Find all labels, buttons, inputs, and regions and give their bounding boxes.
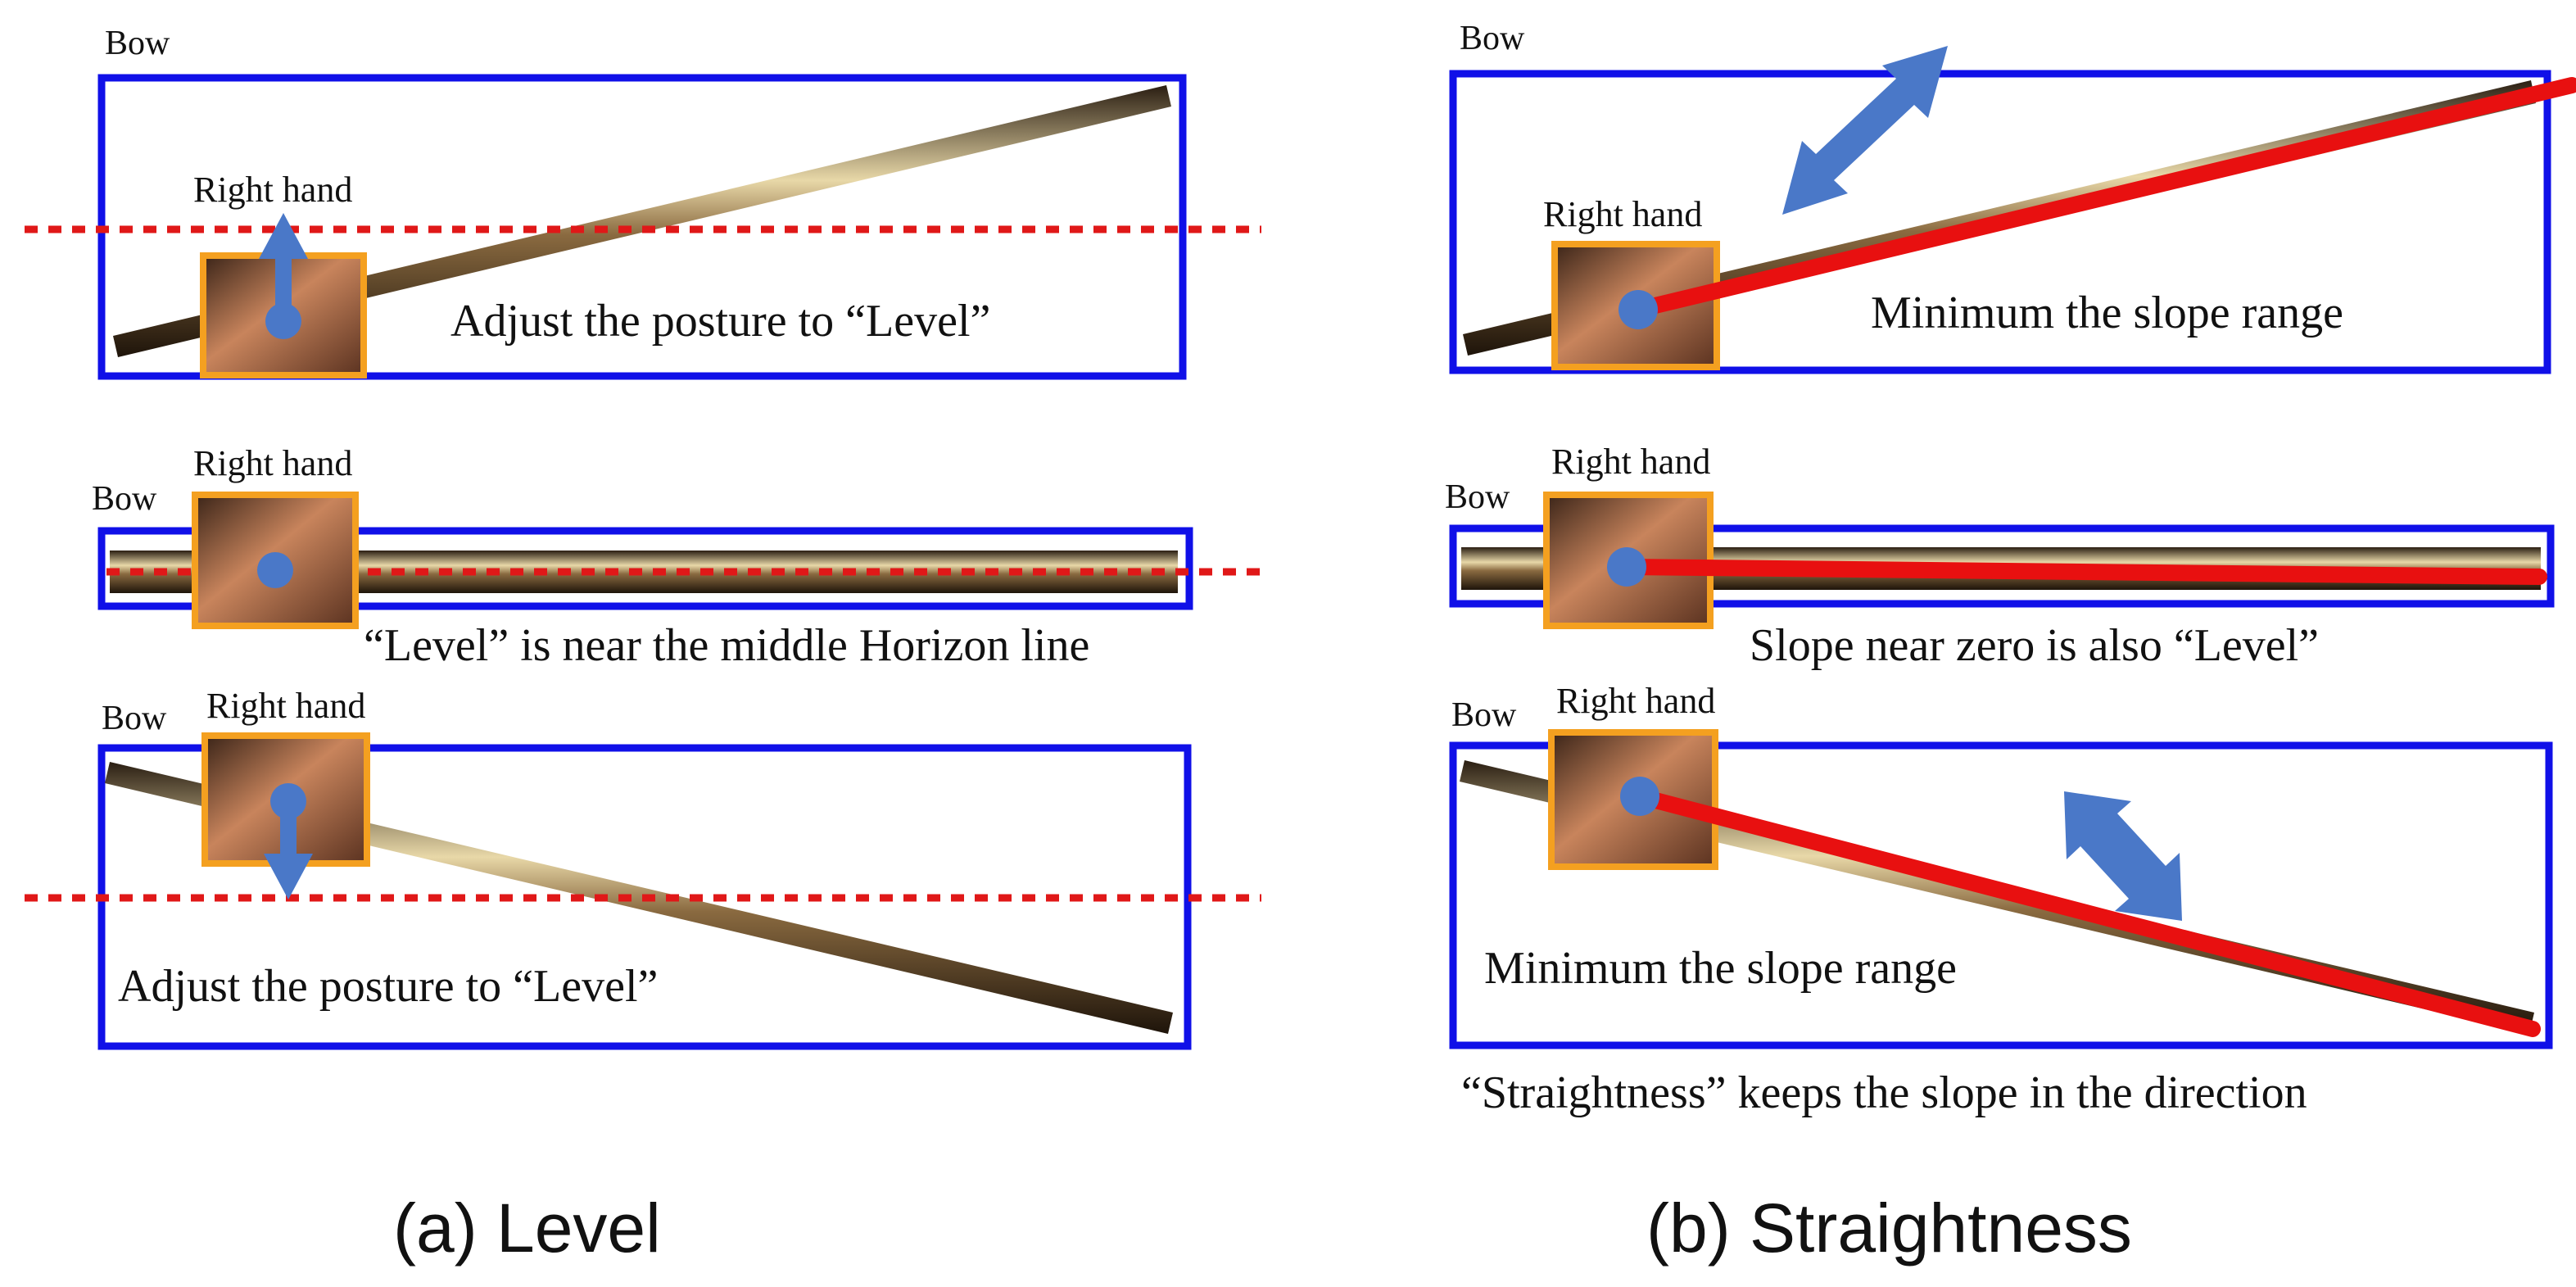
bow-stick: [113, 85, 1171, 357]
right-hand-label: Right hand: [206, 686, 365, 726]
straightness-top-row: Bow Right hand Minimum the slope range: [1449, 20, 2576, 374]
straightness-middle-note: Slope near zero is also “Level”: [1750, 620, 2319, 671]
hand-marker: [1618, 290, 1658, 329]
slope-line: [1630, 77, 2576, 318]
straightness-top-note: Minimum the slope range: [1871, 288, 2343, 338]
straightness-middle-frame: [1449, 524, 2555, 608]
straightness-bottom-note: Minimum the slope range: [1484, 943, 1957, 994]
bow-label: Bow: [1451, 696, 1517, 734]
bow-label: Bow: [1460, 20, 1525, 57]
right-hand-box: [1548, 729, 1718, 870]
slope-line: [1618, 559, 2547, 585]
straightness-bottom-frame: [1449, 741, 2553, 1049]
right-hand-box: [192, 492, 359, 629]
right-hand-label: Right hand: [1556, 681, 1715, 721]
right-hand-photo: [192, 492, 359, 629]
slope-line: [1632, 788, 2541, 1037]
double-arrow-icon: [2064, 791, 2182, 921]
arrow-down-icon: [264, 783, 313, 900]
bow-label: Bow: [102, 700, 167, 737]
caption-level: (a) Level: [393, 1190, 661, 1267]
straightness-footer-note: “Straightness” keeps the slope in the di…: [1461, 1067, 2307, 1118]
panel-straightness: Bow Right hand Minimum the slope range B…: [1445, 20, 2576, 1267]
hand-marker: [1607, 547, 1646, 587]
straightness-top-frame: [1449, 70, 2551, 374]
caption-straightness: (b) Straightness: [1646, 1190, 2132, 1267]
right-hand-label: Right hand: [1543, 194, 1702, 234]
panel-level: Bow Right hand Adjust the posture to “Le…: [25, 25, 1261, 1267]
bow-stick: [105, 762, 1173, 1034]
level-middle-row: Bow Right hand “Level” is near the middl…: [92, 443, 1261, 671]
level-middle-frame: [97, 527, 1193, 610]
hand-marker: [1620, 777, 1659, 816]
double-arrow-icon: [1782, 46, 1948, 215]
level-top-row: Bow Right hand Adjust the posture to “Le…: [25, 25, 1261, 380]
level-bottom-note: Adjust the posture to “Level”: [118, 961, 658, 1012]
hand-marker: [257, 552, 293, 588]
straightness-bottom-row: Bow Right hand Minimum the slope range: [1449, 681, 2553, 1049]
right-hand-label: Right hand: [1551, 442, 1710, 482]
bow-label: Bow: [1445, 478, 1510, 516]
level-middle-note: “Level” is near the middle Horizon line: [364, 620, 1089, 671]
bow-label: Bow: [105, 25, 170, 62]
hand-marker: [265, 303, 301, 339]
right-hand-box: [1551, 241, 1720, 370]
right-hand-label: Right hand: [193, 443, 352, 483]
right-hand-photo: [1548, 729, 1718, 870]
level-bottom-row: Bow Right hand Adjust the posture to “Le…: [25, 686, 1261, 1050]
bow-label: Bow: [92, 480, 157, 518]
arrow-up-icon: [259, 213, 308, 339]
level-top-note: Adjust the posture to “Level”: [450, 296, 990, 347]
straightness-middle-row: Bow Right hand Slope near zero is also “…: [1445, 442, 2555, 671]
right-hand-label: Right hand: [193, 170, 352, 210]
